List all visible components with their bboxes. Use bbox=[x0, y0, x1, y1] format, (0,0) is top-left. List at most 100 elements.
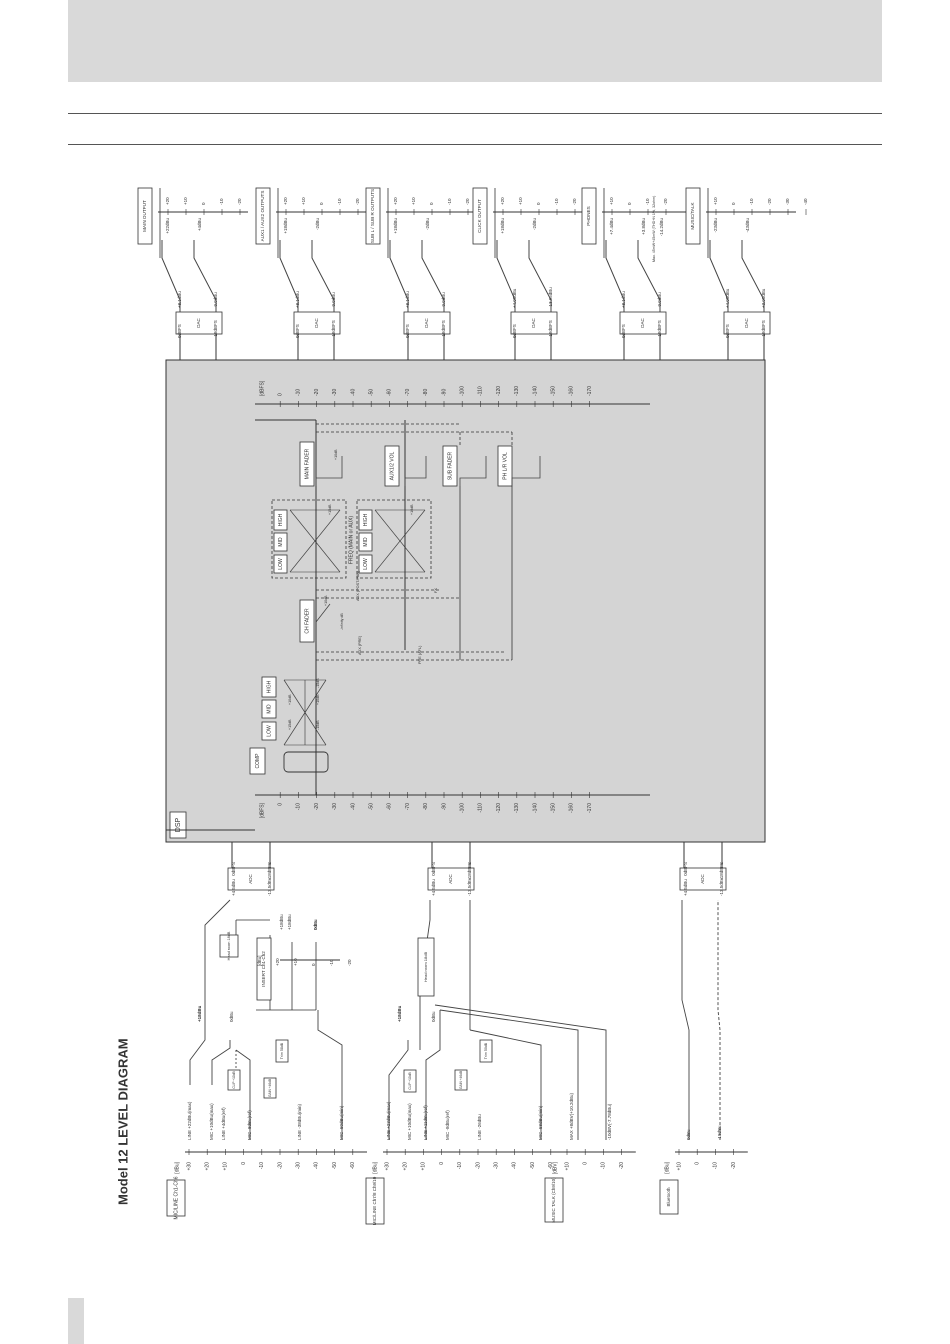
freq-group-2 bbox=[356, 499, 432, 579]
dsp-panel bbox=[165, 359, 766, 843]
dsp-scale-bottom-tick-label: -80 bbox=[423, 803, 429, 810]
scale-music-talk-unit: [dBV] bbox=[552, 1161, 558, 1174]
adc-bluetooth-in-low: -13.5dBu bbox=[719, 877, 724, 896]
scale-music-talk-tick-label: -20 bbox=[619, 1162, 625, 1169]
output-2-trace-high bbox=[389, 240, 409, 312]
output-0-label-label: MAIN OUTPUT bbox=[142, 200, 147, 232]
output-0-tick-label: -10 bbox=[219, 198, 224, 205]
dsp-scale-bottom-tick-label: -10 bbox=[296, 803, 302, 810]
input-level-ch7-10: MIC -8dBu(ref) bbox=[445, 1110, 450, 1140]
input-label-ch7-10-label: MIC/LINE Ch7/8 Ch9/10 bbox=[372, 1176, 377, 1225]
gain-tag: +10dB bbox=[316, 694, 320, 705]
dsp-scale-top-tick-label: -40 bbox=[350, 389, 356, 396]
dsp-scale-top-tick-label: -100 bbox=[460, 386, 466, 396]
output-1-dac bbox=[293, 311, 341, 335]
ch-fader-block bbox=[299, 599, 315, 643]
clip-ch7-10 bbox=[403, 1069, 417, 1093]
bus-label-aux-pre: AUX (PRE) bbox=[358, 635, 362, 655]
gain-tag: +15dB bbox=[328, 504, 332, 515]
sub-rule bbox=[68, 144, 882, 145]
dsp-scale-bottom-tick-label: -100 bbox=[460, 803, 466, 813]
freq2-high bbox=[358, 509, 373, 531]
output-0-dac bbox=[175, 311, 223, 335]
input-label-bluetooth-label: Bluetooth bbox=[666, 1187, 671, 1207]
output-3-dac bbox=[510, 311, 558, 335]
comp-block bbox=[249, 747, 266, 775]
input-level-music-talk: MAX +8dBV(+10.2dBu) bbox=[569, 1092, 574, 1140]
scale-ch1-6-unit: [dBu] bbox=[174, 1161, 180, 1173]
input-level-ch1-6: LINE -38dBu(min) bbox=[297, 1103, 302, 1140]
output-5-label bbox=[685, 187, 701, 245]
dsp-label bbox=[169, 811, 187, 839]
freq1-high bbox=[273, 509, 288, 531]
output-4-label-label: PHONES bbox=[586, 206, 591, 225]
input-level-ch1-6: LINE +22dBu(max) bbox=[187, 1101, 192, 1140]
trace-ch1-6-c bbox=[317, 1010, 343, 1140]
gain-ch7-10 bbox=[454, 1069, 468, 1091]
headroom-ch1-6 bbox=[219, 934, 239, 958]
output-5-dac-label: DAC bbox=[744, 318, 749, 328]
dsp-scale-bottom-tick-label: -40 bbox=[350, 803, 356, 810]
scale-ch7-10-tick-label: -20 bbox=[475, 1162, 481, 1169]
input-label-ch1-6-label: MIC/LINE Ch1-Ch6 bbox=[173, 1176, 179, 1219]
scale-ch7-10-tick-label: +10 bbox=[421, 1162, 427, 1171]
scale-bluetooth-tick-label: -10 bbox=[713, 1162, 719, 1169]
gain-ch7-10-label: GAIN +46dB bbox=[459, 1071, 463, 1089]
gain-tag: +10dB bbox=[324, 595, 328, 606]
output-1-trace-high bbox=[279, 240, 299, 312]
scale-ch7-10-tick-label: -40 bbox=[512, 1162, 518, 1169]
output-3-dac-label: DAC bbox=[531, 318, 536, 328]
output-4-dac-label: DAC bbox=[640, 318, 645, 328]
output-3-dac-out-low: -13.95dBu bbox=[548, 287, 553, 308]
bus-label-pre-afl: PRE (AFL) bbox=[418, 645, 422, 664]
adc-ch7-10-out-low: -18dBFS bbox=[467, 862, 472, 880]
output-1-tick-label: -20 bbox=[355, 198, 360, 205]
output-4-tick-label: +10 bbox=[609, 197, 614, 205]
freq1-low bbox=[273, 554, 288, 574]
scale-ch7-10-tick-label: 0 bbox=[439, 1162, 445, 1165]
output-5-tick-label: +10 bbox=[713, 197, 718, 205]
insert-level: 0dBu bbox=[313, 919, 318, 930]
output-5-trace-low bbox=[741, 240, 765, 312]
freq-group-label: FREQ (MAIN or AUX) bbox=[348, 515, 354, 564]
insert-label-label: INSERT Ch1-Ch2 bbox=[261, 951, 266, 987]
top-rule bbox=[68, 113, 882, 114]
freq2-high-label: HIGH bbox=[363, 513, 369, 526]
output-4-label bbox=[581, 187, 597, 245]
adc-ch1-6-out-low: -18dBFS bbox=[267, 862, 272, 880]
headroom-ch7-10-label: Head room 18dB bbox=[423, 952, 428, 983]
output-2-dac-in-low: -18dBFS bbox=[441, 320, 446, 338]
output-2-trace-low bbox=[421, 240, 445, 312]
trace-ch7-10-a bbox=[388, 1040, 409, 1140]
scale-ch1-6-tick-label: +30 bbox=[186, 1162, 192, 1171]
output-4-trace-high bbox=[605, 240, 625, 312]
scale-ch1-6-tick-label: -30 bbox=[296, 1162, 302, 1169]
dsp-scale-bottom-tick-label: -50 bbox=[369, 803, 375, 810]
output-2-label-label: SUB L / SUB R OUTPUTS bbox=[370, 189, 375, 243]
bus-label-aux-post: AUX (POST/PAN) bbox=[356, 570, 360, 601]
adc-ch1-6 bbox=[227, 867, 275, 891]
dsp-scale-bottom-tick-label: -70 bbox=[405, 803, 411, 810]
insert-level: +18dBu bbox=[279, 914, 284, 930]
output-0-label bbox=[137, 187, 153, 245]
output-5-tick-label: -10 bbox=[749, 198, 754, 205]
output-0-tick-label: -20 bbox=[237, 198, 242, 205]
output-2-tick-label: 0 bbox=[429, 202, 434, 205]
clip-ch1-6 bbox=[227, 1069, 241, 1091]
dsp-scale-top-tick-label: -140 bbox=[532, 386, 538, 396]
output-4-dac-in-high: 0dBFS bbox=[621, 324, 626, 338]
comp-block-label: COMP bbox=[255, 753, 261, 769]
output-2-dac-in-high: 0dBFS bbox=[405, 324, 410, 338]
adc-bluetooth-out-high: 0dBFS bbox=[683, 862, 688, 876]
adc-ch7-10 bbox=[427, 867, 475, 891]
dsp-scale-top-tick-label: -10 bbox=[296, 389, 302, 396]
main-fader-block bbox=[299, 441, 315, 487]
output-3-tick-label: +10 bbox=[518, 197, 523, 205]
trim-ch7-10-label: Trim 50dB bbox=[484, 1042, 488, 1059]
header-band bbox=[68, 0, 882, 82]
output-5-dac-in-high: 0dBFS bbox=[725, 324, 730, 338]
output-3-level-high: +18dBu bbox=[500, 218, 505, 234]
output-5-level-high: -23dBu bbox=[713, 218, 718, 233]
input-label-bluetooth bbox=[659, 1179, 679, 1215]
insert-tick-label: [dBu] bbox=[257, 955, 262, 966]
